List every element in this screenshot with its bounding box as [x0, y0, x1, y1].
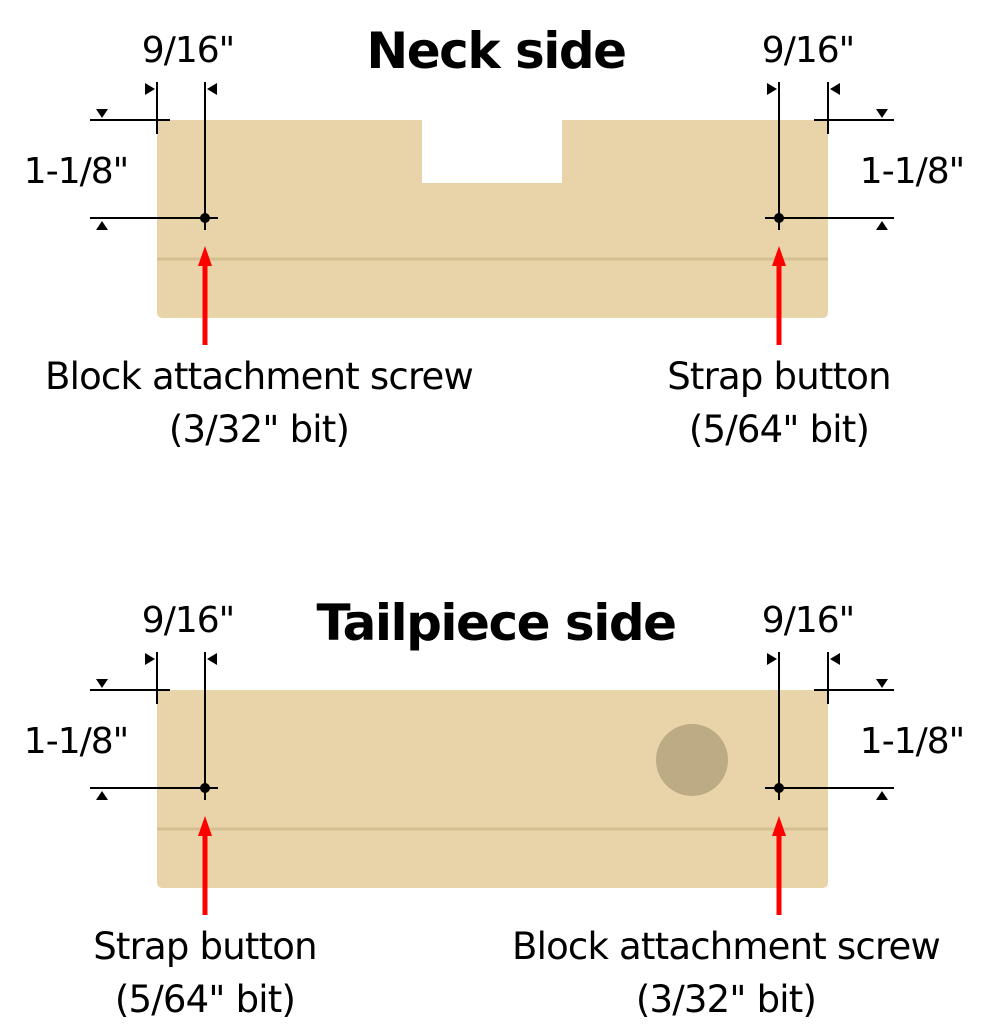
vertical-dimension-label: 1-1/8" — [860, 151, 964, 192]
red-arrow-icon — [198, 246, 212, 345]
callout-bit-size: (3/32" bit) — [169, 408, 349, 451]
neck-block — [157, 120, 828, 318]
left-dimension-arrowheads — [96, 83, 217, 230]
red-arrow-icon — [772, 246, 786, 345]
right-dimension-group — [765, 82, 894, 230]
right-dimension-arrowheads — [767, 653, 888, 800]
red-arrow-icon — [198, 816, 212, 915]
right-dimension-group — [765, 652, 894, 800]
tailpiece-block — [157, 690, 828, 888]
panel-neck-side: Neck side 9/16" 1-1/8" — [24, 22, 965, 451]
callout-bit-size: (3/32" bit) — [636, 978, 816, 1021]
vertical-dimension-label: 1-1/8" — [24, 721, 128, 762]
right-dimension-arrowheads — [767, 83, 888, 230]
callout-label: Strap button — [93, 925, 317, 968]
panel-tailpiece-side: Tailpiece side 9/16" 1-1/8" — [24, 594, 965, 1021]
red-arrow-icon — [772, 816, 786, 915]
callout-bit-size: (5/64" bit) — [115, 978, 295, 1021]
left-dimension-group — [90, 652, 218, 800]
panel-title: Tailpiece side — [316, 594, 675, 652]
vertical-dimension-label: 1-1/8" — [24, 151, 128, 192]
end-pin-hole — [656, 724, 728, 796]
horizontal-dimension-label: 9/16" — [142, 600, 234, 641]
horizontal-dimension-label: 9/16" — [762, 600, 854, 641]
left-dimension-group — [90, 82, 218, 230]
vertical-dimension-label: 1-1/8" — [860, 721, 964, 762]
callout-label: Block attachment screw — [45, 355, 473, 398]
horizontal-dimension-label: 9/16" — [142, 30, 234, 71]
callout-label: Strap button — [667, 355, 891, 398]
panel-title: Neck side — [366, 22, 625, 80]
callout-bit-size: (5/64" bit) — [689, 408, 869, 451]
callout-label: Block attachment screw — [512, 925, 940, 968]
horizontal-dimension-label: 9/16" — [762, 30, 854, 71]
left-dimension-arrowheads — [96, 653, 217, 800]
